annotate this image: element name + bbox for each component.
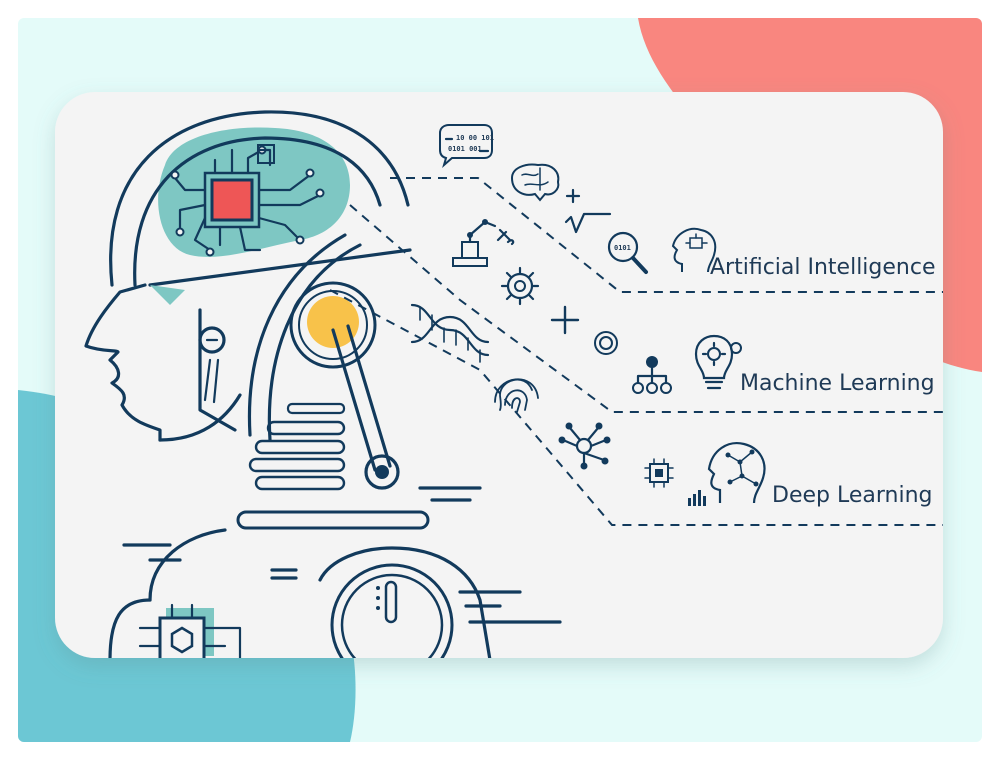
arm-joint-center <box>375 465 389 479</box>
chat-line-1: 10 00 101 <box>456 134 494 142</box>
connector-dl <box>329 289 943 526</box>
skull-inner <box>133 136 382 287</box>
connector-ai <box>390 177 943 293</box>
connector-ml <box>349 204 943 413</box>
arm-rod <box>331 328 377 472</box>
head-network-icon <box>707 442 766 504</box>
bar-chart-icon <box>688 490 706 506</box>
ear-disc <box>307 296 359 348</box>
plus-icon <box>565 188 581 204</box>
shoulder-curve <box>318 546 492 658</box>
plus-icon-2 <box>550 305 580 335</box>
ear-ring <box>289 281 377 369</box>
label-deep-learning: Deep Learning <box>772 483 932 508</box>
skull-outline <box>109 110 410 287</box>
lightbulb-gear-icon <box>694 334 742 390</box>
rib-1 <box>286 402 346 415</box>
chest-dial <box>330 563 454 658</box>
label-machine-learning: Machine Learning <box>740 371 935 396</box>
rib-2 <box>266 420 346 436</box>
body-left-2 <box>108 598 152 658</box>
spiral-icon <box>594 331 618 355</box>
equal-mark <box>270 568 298 580</box>
gear-icon <box>500 266 540 306</box>
arm-rod-2 <box>346 324 392 468</box>
connector-lines <box>329 177 943 526</box>
label-artificial-intelligence: Artificial Intelligence <box>710 255 936 280</box>
dial-slot <box>384 580 398 624</box>
chip-icon <box>210 178 254 222</box>
fingerprint-icon <box>494 378 539 413</box>
jaw-bolt <box>198 326 226 354</box>
rib-5 <box>254 475 346 491</box>
eye-shade <box>150 285 185 305</box>
jaw-detail <box>203 358 220 404</box>
chat-bubble-icon: 10 00 101 0101 001 <box>439 124 494 168</box>
card-content: 10 00 101 0101 001 <box>84 110 943 658</box>
svg-text:0101: 0101 <box>614 244 631 252</box>
wrench-icon <box>496 228 515 246</box>
hierarchy-icon <box>632 356 672 394</box>
sqrt-icon <box>564 212 612 234</box>
body-dash <box>122 543 182 562</box>
network-icon <box>558 422 611 470</box>
jaw-line <box>158 393 242 442</box>
chest-dial-inner <box>340 573 444 658</box>
rib-4 <box>248 457 346 473</box>
brain-circuit <box>170 144 325 257</box>
shoulder-lines <box>418 486 482 502</box>
head-back-curve <box>267 243 362 442</box>
head-back-curve-inner <box>247 233 347 437</box>
robot-head <box>84 110 562 658</box>
bottom-chip <box>158 616 206 658</box>
skull-base <box>148 248 412 287</box>
body-lines <box>458 590 562 624</box>
face-profile <box>84 283 162 442</box>
brain-icon <box>510 163 560 202</box>
magnifier-binary-icon: 0101 <box>607 231 648 274</box>
head-chip-icon <box>671 227 717 273</box>
chip-icon-small <box>644 458 674 488</box>
dna-icon <box>410 303 490 363</box>
arm-joint <box>364 454 400 490</box>
rib-3 <box>254 439 346 455</box>
robot-arm-icon <box>452 219 497 267</box>
body-left <box>148 528 227 602</box>
shoulder-plate <box>236 510 430 530</box>
chat-line-2: 0101 001 <box>448 145 482 153</box>
